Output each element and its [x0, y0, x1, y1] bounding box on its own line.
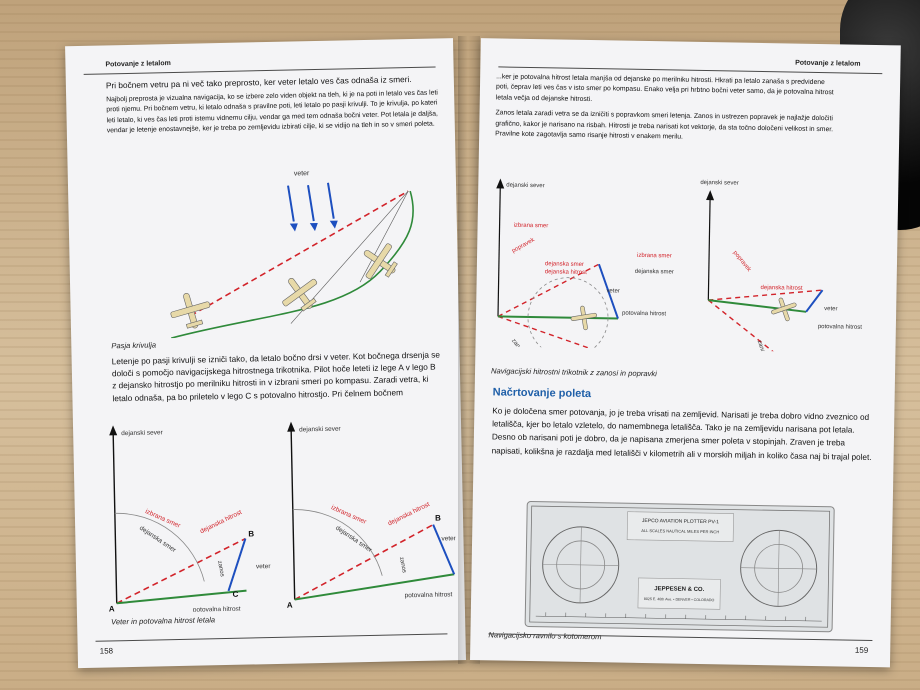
ground-speed-label: potovalna hitrost	[405, 591, 453, 599]
wind-triangle-figure: dejanski sever izbrana smer dejanska sme…	[109, 421, 457, 614]
north-label: dejanski sever	[700, 180, 738, 187]
point-a-label: A	[109, 604, 115, 613]
actual-heading-label: dejanska smer	[138, 525, 178, 555]
page-number: 158	[99, 646, 114, 656]
north-label: dejanski sever	[506, 183, 544, 190]
plotter-title: JEPCO AVIATION PLOTTER PV-1	[642, 518, 719, 525]
paragraph-2: Zanos letala zaradi vetra se da izničiti…	[495, 109, 834, 141]
north-label: dejanski sever	[121, 429, 164, 437]
north-label: dejanski sever	[299, 426, 342, 434]
wind-label: veter	[441, 535, 456, 542]
point-c-label: C	[232, 590, 238, 599]
navigation-plotter-image: JEPCO AVIATION PLOTTER PV-1 ALL SCALES N…	[524, 500, 835, 633]
chosen-heading-label: izbrana smer	[514, 223, 549, 230]
actual-heading-label: dejanska smer	[545, 261, 584, 268]
point-b-label: B	[248, 529, 254, 538]
wind-label: veter	[256, 563, 271, 570]
text-block-2: Letenje po pasji krivulji se izniči tako…	[112, 348, 443, 409]
plotter-drawing: JEPCO AVIATION PLOTTER PV-1 ALL SCALES N…	[529, 505, 831, 628]
triangle-left: dejanski sever izbrana smer popravek dej…	[496, 178, 666, 354]
correction-label: popravek	[732, 250, 753, 274]
chosen-heading-label: izbrana smer	[330, 504, 368, 526]
plotter-subtitle: ALL SCALES NAUTICAL MILES PER INCH	[641, 528, 719, 534]
left-page: Potovanje z letalom Pri bočnem vetru pa …	[65, 38, 467, 669]
text-block: ...ker je potovalna hitrost letala manjš…	[495, 72, 836, 150]
chosen-heading-label: izbrana smer	[637, 253, 672, 260]
running-head: Potovanje z letalom	[105, 60, 171, 69]
drift-label: zanos	[216, 560, 225, 577]
actual-speed-label: dejanska hitrost	[387, 501, 431, 527]
drift-label: zanos	[398, 557, 407, 574]
wind-label: veter	[606, 288, 619, 294]
plotter-scale-ticks	[535, 612, 822, 622]
paragraph-1: ...ker je potovalna hitrost letala manjš…	[495, 73, 834, 103]
page-number: 159	[854, 645, 869, 655]
triangle-left: dejanski sever izbrana smer dejanska sme…	[109, 425, 271, 614]
paragraph: Najbolj preprosta je vizualna navigacija…	[106, 89, 438, 135]
right-page: Potovanje z letalom ...ker je potovalna …	[470, 38, 901, 668]
correction-label: popravek	[511, 237, 536, 255]
wind-label: veter	[294, 170, 310, 177]
actual-speed-label: dejanska hitrost	[545, 269, 587, 276]
figure-caption: Navigacijski hitrostni trikotnik z zanos…	[490, 366, 657, 379]
correction-triangle-figure: dejanski sever izbrana smer popravek dej…	[496, 178, 862, 354]
pursuit-curve-figure: veter	[170, 170, 414, 339]
triangle-right: dejanski sever izbrana smer dejanska sme…	[287, 421, 457, 610]
figure-caption-2: Veter in potovalna hitrost letala	[111, 615, 216, 627]
ground-speed-label: potovalna hitrost	[193, 606, 241, 614]
footer-rule	[95, 633, 448, 642]
point-c-label: C	[456, 575, 457, 584]
actual-heading-label: dejanska smer	[635, 269, 674, 276]
plotter-brand: JEPPESEN & CO.	[654, 586, 704, 593]
figure-caption: Pasja krivulja	[111, 340, 157, 351]
wind-arrows	[287, 182, 335, 222]
section-paragraph: Ko je določena smer potovanja, jo je tre…	[491, 406, 872, 462]
drift-label: zanos	[756, 340, 767, 354]
point-a-label: A	[287, 601, 293, 610]
actual-speed-label: dejanska hitrost	[760, 285, 802, 292]
actual-heading-label: dejanska smer	[334, 525, 374, 555]
plotter-address: 8025 E. 40th Ave. • DENVER • COLORADO	[644, 597, 715, 602]
wind-label: veter	[824, 306, 837, 312]
pursuit-path	[170, 190, 414, 339]
direct-path	[190, 190, 409, 317]
airplane-icons	[170, 243, 398, 329]
running-head: Potovanje z letalom	[795, 59, 861, 68]
actual-speed-label: dejanska hitrost	[199, 509, 243, 535]
point-b-label: B	[435, 513, 441, 522]
text-block: Najbolj preprosta je vizualna navigacija…	[106, 88, 439, 142]
ground-speed-label: potovalna hitrost	[818, 324, 862, 331]
section-text-block: Ko je določena smer potovanja, jo je tre…	[491, 404, 872, 468]
triangle-right: dejanski sever izbrana smer dejanska sme…	[635, 180, 862, 354]
section-heading: Načrtovanje poleta	[492, 386, 592, 401]
paragraph-2: Letenje po pasji krivulji se izniči tako…	[111, 349, 441, 403]
ground-speed-label: potovalna hitrost	[622, 311, 666, 318]
drift-label: zanos	[510, 338, 525, 353]
